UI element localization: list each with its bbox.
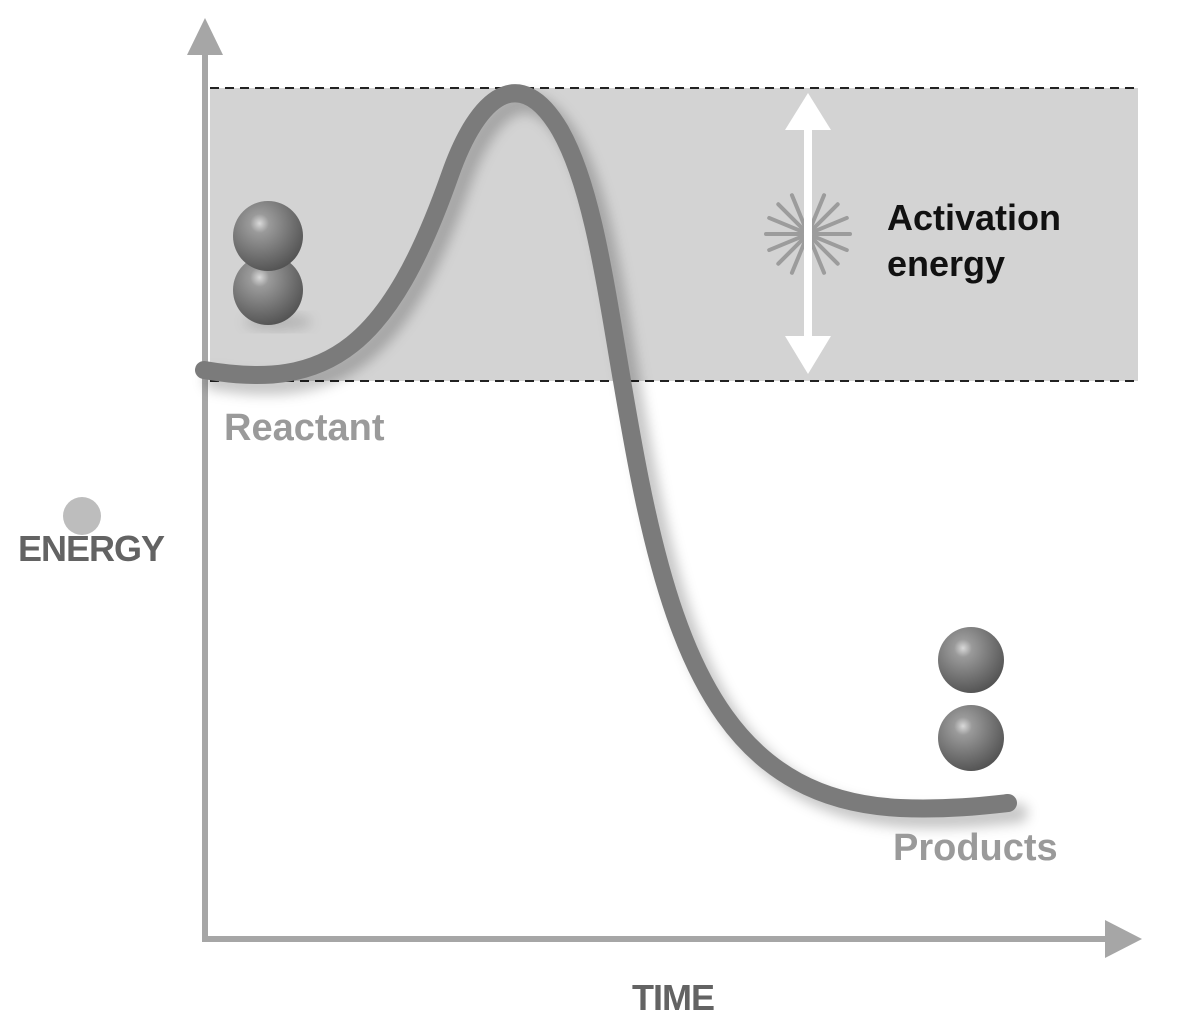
starburst-ray: [776, 202, 806, 232]
starburst-ray: [776, 236, 806, 266]
energy-curve: [195, 84, 1017, 818]
x-axis-label: TIME: [632, 977, 714, 1018]
starburst-ray: [810, 236, 840, 266]
activation-energy-label: Activation energy: [887, 197, 1071, 284]
activation-energy-line-2: energy: [887, 243, 1005, 284]
starburst-ray: [767, 215, 805, 234]
starburst-ray: [808, 193, 827, 231]
starburst-ray: [811, 215, 849, 234]
energy-dot-icon: [63, 497, 101, 535]
y-axis-label: ENERGY: [18, 528, 165, 569]
product-atom-icon: [938, 627, 1004, 771]
y-axis-arrowhead: [187, 18, 223, 55]
starburst-ray: [767, 234, 805, 253]
double-arrow-icon: [785, 93, 831, 374]
starburst-ray: [810, 202, 840, 232]
starburst-ray: [789, 193, 808, 231]
reactant-molecule-icon: [233, 201, 312, 330]
activation-energy-line-1: Activation: [887, 197, 1061, 238]
reactant-label: Reactant: [224, 407, 385, 449]
starburst-ray: [808, 237, 827, 275]
starburst-ray: [789, 237, 808, 275]
x-axis-arrowhead: [1105, 920, 1142, 958]
starburst-ray: [811, 234, 849, 253]
products-label: Products: [893, 827, 1058, 869]
